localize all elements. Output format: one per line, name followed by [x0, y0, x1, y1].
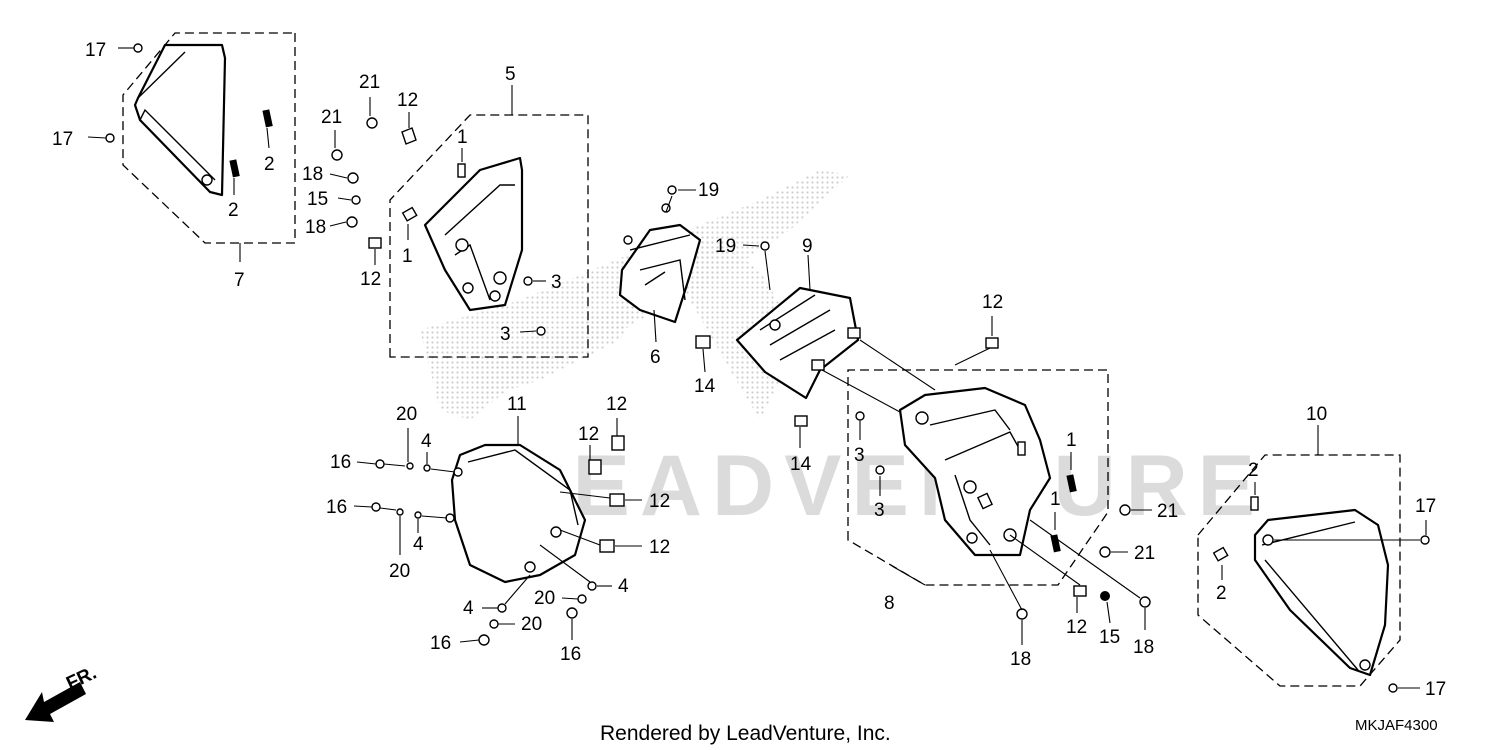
callout-1: 1 [402, 246, 413, 267]
callout-12: 12 [982, 292, 1003, 313]
callout-17: 17 [1415, 496, 1436, 517]
callout-14: 14 [694, 376, 716, 397]
callout-5: 5 [505, 64, 516, 85]
part-5-inner-panel [389, 85, 589, 358]
watermark-text: LEADVENTURE [510, 438, 1265, 534]
callout-16: 16 [330, 452, 351, 473]
callout-12: 12 [360, 269, 381, 290]
callout-18: 18 [302, 164, 323, 185]
callout-16: 16 [560, 644, 581, 665]
callout-7: 7 [234, 270, 245, 291]
callout-18: 18 [305, 217, 326, 238]
callout-3: 3 [874, 500, 885, 521]
callout-17: 17 [1425, 679, 1446, 700]
callout-1: 1 [1050, 489, 1061, 510]
callout-11: 11 [507, 394, 527, 415]
callout-21: 21 [321, 107, 342, 128]
part-7-side-cover [87, 32, 296, 262]
callout-20: 20 [389, 561, 410, 582]
callout-3: 3 [551, 272, 562, 293]
callout-4: 4 [463, 598, 474, 619]
callout-2: 2 [1248, 460, 1259, 481]
callout-6: 6 [650, 347, 661, 368]
part-10-side-cover [1197, 425, 1430, 693]
callout-3: 3 [854, 445, 865, 466]
callout-19: 19 [698, 180, 719, 201]
callout-1: 1 [1066, 430, 1077, 451]
callout-18: 18 [1010, 649, 1031, 670]
callout-2: 2 [264, 154, 275, 175]
callout-1: 1 [457, 127, 468, 148]
callout-19: 19 [715, 236, 736, 257]
callout-12: 12 [578, 424, 599, 445]
callout-12: 12 [606, 394, 627, 415]
diagram-code: MKJAF4300 [1355, 717, 1438, 734]
callout-2: 2 [1216, 583, 1227, 604]
callout-18: 18 [1133, 637, 1154, 658]
callout-8: 8 [884, 593, 895, 614]
callout-labels: 17 17 2 2 7 21 12 21 18 15 18 12 5 1 1 3… [52, 40, 1446, 700]
callout-10: 10 [1306, 404, 1327, 425]
callout-14: 14 [790, 454, 812, 475]
callout-4: 4 [618, 576, 629, 597]
callout-20: 20 [396, 404, 417, 425]
callout-9: 9 [802, 236, 813, 257]
part-11-lower-cover [353, 416, 642, 646]
callout-16: 16 [326, 497, 347, 518]
callout-12: 12 [649, 537, 670, 558]
part-6-bracket [618, 185, 711, 373]
callout-12: 12 [397, 90, 418, 111]
callout-20: 20 [521, 614, 542, 635]
part-8-inner-panel [847, 316, 1152, 645]
callout-15: 15 [307, 189, 328, 210]
callout-21: 21 [1134, 543, 1155, 564]
callout-12: 12 [649, 491, 670, 512]
front-arrow-icon [25, 682, 86, 722]
callout-17: 17 [85, 40, 106, 61]
callout-4: 4 [413, 534, 424, 555]
callout-12: 12 [1066, 617, 1087, 638]
front-direction-indicator: FR. [25, 663, 100, 722]
callout-3: 3 [500, 324, 511, 345]
callout-21: 21 [359, 72, 380, 93]
callout-20: 20 [534, 588, 555, 609]
callout-21: 21 [1157, 501, 1178, 522]
fasteners-upper-left [329, 97, 417, 265]
callout-4: 4 [421, 431, 432, 452]
callout-16: 16 [430, 633, 451, 654]
rendered-by-text: Rendered by LeadVenture, Inc. [600, 722, 891, 745]
callout-2: 2 [228, 200, 239, 221]
part-9-bracket [735, 241, 936, 448]
callout-15: 15 [1099, 627, 1120, 648]
callout-17: 17 [52, 129, 73, 150]
